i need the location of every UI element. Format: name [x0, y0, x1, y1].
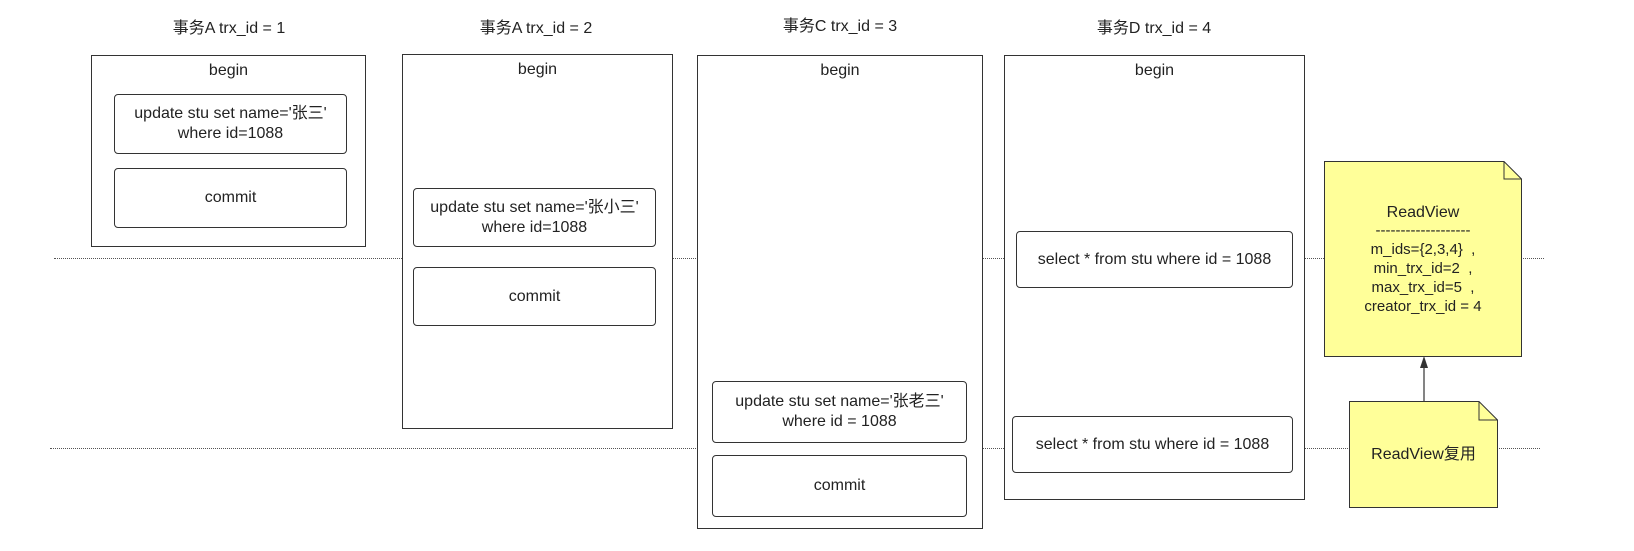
commit-box: commit: [712, 455, 967, 517]
begin-label: begin: [208, 62, 249, 79]
readview-note: ReadView ------------------- m_ids={2,3,…: [1324, 161, 1522, 357]
update-statement-box: update stu set name='张三' where id=1088: [114, 94, 347, 154]
update-statement-box: update stu set name='张老三' where id = 108…: [712, 381, 967, 443]
transaction-column-a1: begin update stu set name='张三' where id=…: [91, 55, 366, 247]
update-line-2: where id=1088: [481, 218, 588, 236]
transaction-column-a2: begin update stu set name='张小三' where id…: [402, 54, 673, 429]
readview-reuse-note: ReadView复用: [1349, 401, 1498, 508]
begin-label: begin: [820, 62, 860, 79]
commit-box: commit: [114, 168, 347, 228]
readview-line-creator-trx-id: creator_trx_id = 4: [1364, 298, 1482, 315]
update-statement-box: update stu set name='张小三' where id=1088: [413, 188, 656, 247]
note-shape: [1324, 161, 1522, 357]
begin-label: begin: [1134, 62, 1175, 79]
select-label-2: select * from stu where id = 1088: [1035, 435, 1270, 453]
commit-label: commit: [508, 287, 561, 305]
readview-title: ReadView: [1386, 204, 1460, 221]
note-shape: [1349, 401, 1498, 508]
readview-line-min-trx-id: min_trx_id=2 ,: [1373, 260, 1473, 277]
commit-label: commit: [204, 189, 257, 206]
select-statement-box-2: select * from stu where id = 1088: [1012, 416, 1293, 473]
begin-label: begin: [517, 61, 558, 78]
column-title-c: 事务C trx_id = 3: [782, 18, 898, 35]
update-line-1: update stu set name='张小三': [430, 198, 639, 216]
readview-line-m-ids: m_ids={2,3,4} ,: [1370, 241, 1476, 258]
column-title-a2: 事务A trx_id = 2: [479, 20, 593, 37]
update-line-1: update stu set name='张三': [134, 105, 327, 122]
commit-box: commit: [413, 267, 656, 326]
update-line-2: where id = 1088: [782, 413, 897, 430]
readview-reuse-label: ReadView复用: [1371, 446, 1476, 463]
column-title-d: 事务D trx_id = 4: [1096, 20, 1212, 37]
reuse-arrow: [1420, 356, 1428, 404]
column-title-a1: 事务A trx_id = 1: [172, 20, 286, 37]
select-statement-box-1: select * from stu where id = 1088: [1016, 231, 1293, 288]
select-label-1: select * from stu where id = 1088: [1037, 250, 1272, 268]
readview-separator: -------------------: [1375, 222, 1471, 239]
commit-label: commit: [813, 477, 866, 494]
readview-line-max-trx-id: max_trx_id=5 ,: [1371, 279, 1475, 296]
transaction-column-d: begin select * from stu where id = 1088 …: [1004, 55, 1305, 500]
update-line-2: where id=1088: [177, 125, 284, 142]
transaction-column-c: begin update stu set name='张老三' where id…: [697, 55, 983, 529]
update-line-1: update stu set name='张老三': [735, 393, 944, 410]
